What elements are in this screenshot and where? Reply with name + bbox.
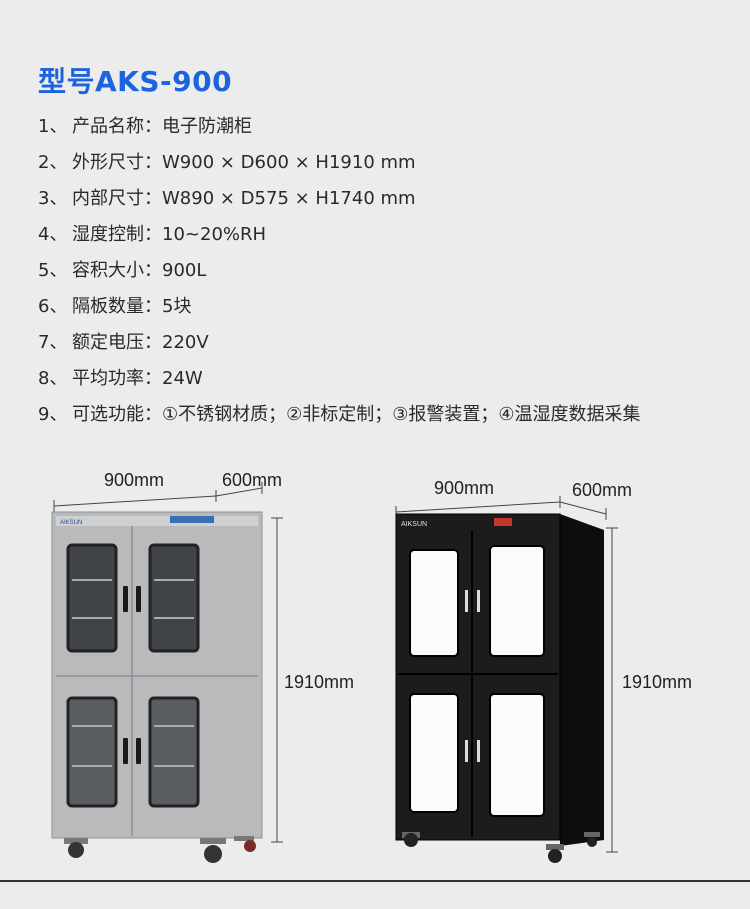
brand-logo: AIKSUN: [401, 521, 427, 528]
casters: [402, 832, 600, 863]
spec-value: W890 × D575 × H1740 mm: [162, 188, 416, 209]
glass-windows: [66, 543, 200, 808]
spec-number: 1、: [38, 116, 68, 137]
dimension-lines-left: [53, 482, 283, 843]
depth-label-left: 600mm: [222, 470, 283, 490]
spec-value: 5块: [162, 296, 192, 317]
width-label-left: 900mm: [104, 470, 165, 490]
spec-value: 电子防潮柜: [162, 116, 252, 137]
spec-number: 4、: [38, 224, 68, 245]
spec-item: 2、外形尺寸：W900 × D600 × H1910 mm: [38, 148, 641, 184]
model-title: 型号AKS-900: [38, 65, 233, 98]
black-cabinet: AIKSUN: [395, 496, 618, 863]
spec-item: 5、容积大小：900L: [38, 256, 641, 292]
spec-value: W900 × D600 × H1910 mm: [162, 152, 416, 173]
spec-item: 7、额定电压：220V: [38, 328, 641, 364]
spec-item: 3、内部尺寸：W890 × D575 × H1740 mm: [38, 184, 641, 220]
spec-item: 8、平均功率：24W: [38, 364, 641, 400]
spec-label: 湿度控制：: [72, 224, 162, 245]
spec-label: 可选功能：: [72, 404, 162, 425]
spec-value: 24W: [162, 368, 203, 389]
casters: [64, 836, 256, 863]
height-label-right: 1910mm: [622, 672, 693, 692]
spec-value: 220V: [162, 332, 209, 353]
spec-number: 8、: [38, 368, 68, 389]
spec-value: 900L: [162, 260, 207, 281]
depth-label-right: 600mm: [572, 480, 633, 500]
top-strip: [56, 516, 258, 526]
spec-item: 9、可选功能：①不锈钢材质；②非标定制；③报警装置；④温湿度数据采集: [38, 400, 641, 436]
spec-label: 内部尺寸：: [72, 188, 162, 209]
spec-label: 产品名称：: [72, 116, 162, 137]
brand-logo: AIKSUN: [60, 520, 82, 526]
spec-label: 容积大小：: [72, 260, 162, 281]
spec-item: 6、隔板数量：5块: [38, 292, 641, 328]
spec-label: 平均功率：: [72, 368, 162, 389]
spec-value: 10~20%RH: [162, 224, 267, 245]
spec-value: ①不锈钢材质；②非标定制；③报警装置；④温湿度数据采集: [162, 404, 641, 425]
spec-number: 2、: [38, 152, 68, 173]
spec-number: 3、: [38, 188, 68, 209]
spec-label: 外形尺寸：: [72, 152, 162, 173]
bottom-divider: [0, 880, 750, 882]
spec-list: 1、产品名称：电子防潮柜 2、外形尺寸：W900 × D600 × H1910 …: [38, 112, 641, 436]
door-handles: [123, 586, 141, 764]
white-panels: [409, 545, 545, 817]
door-handles: [465, 590, 480, 762]
spec-number: 9、: [38, 404, 68, 425]
control-display: [494, 518, 512, 526]
spec-label: 额定电压：: [72, 332, 162, 353]
stainless-cabinet: AIKSUN: [51, 482, 283, 863]
height-label-left: 1910mm: [284, 672, 355, 692]
spec-item: 4、湿度控制：10~20%RH: [38, 220, 641, 256]
control-display: [170, 516, 214, 523]
spec-number: 7、: [38, 332, 68, 353]
dimension-lines-right: [395, 496, 618, 853]
spec-item: 1、产品名称：电子防潮柜: [38, 112, 641, 148]
spec-label: 隔板数量：: [72, 296, 162, 317]
spec-number: 6、: [38, 296, 68, 317]
width-label-right: 900mm: [434, 478, 495, 498]
side-panel: [560, 514, 604, 846]
spec-number: 5、: [38, 260, 68, 281]
